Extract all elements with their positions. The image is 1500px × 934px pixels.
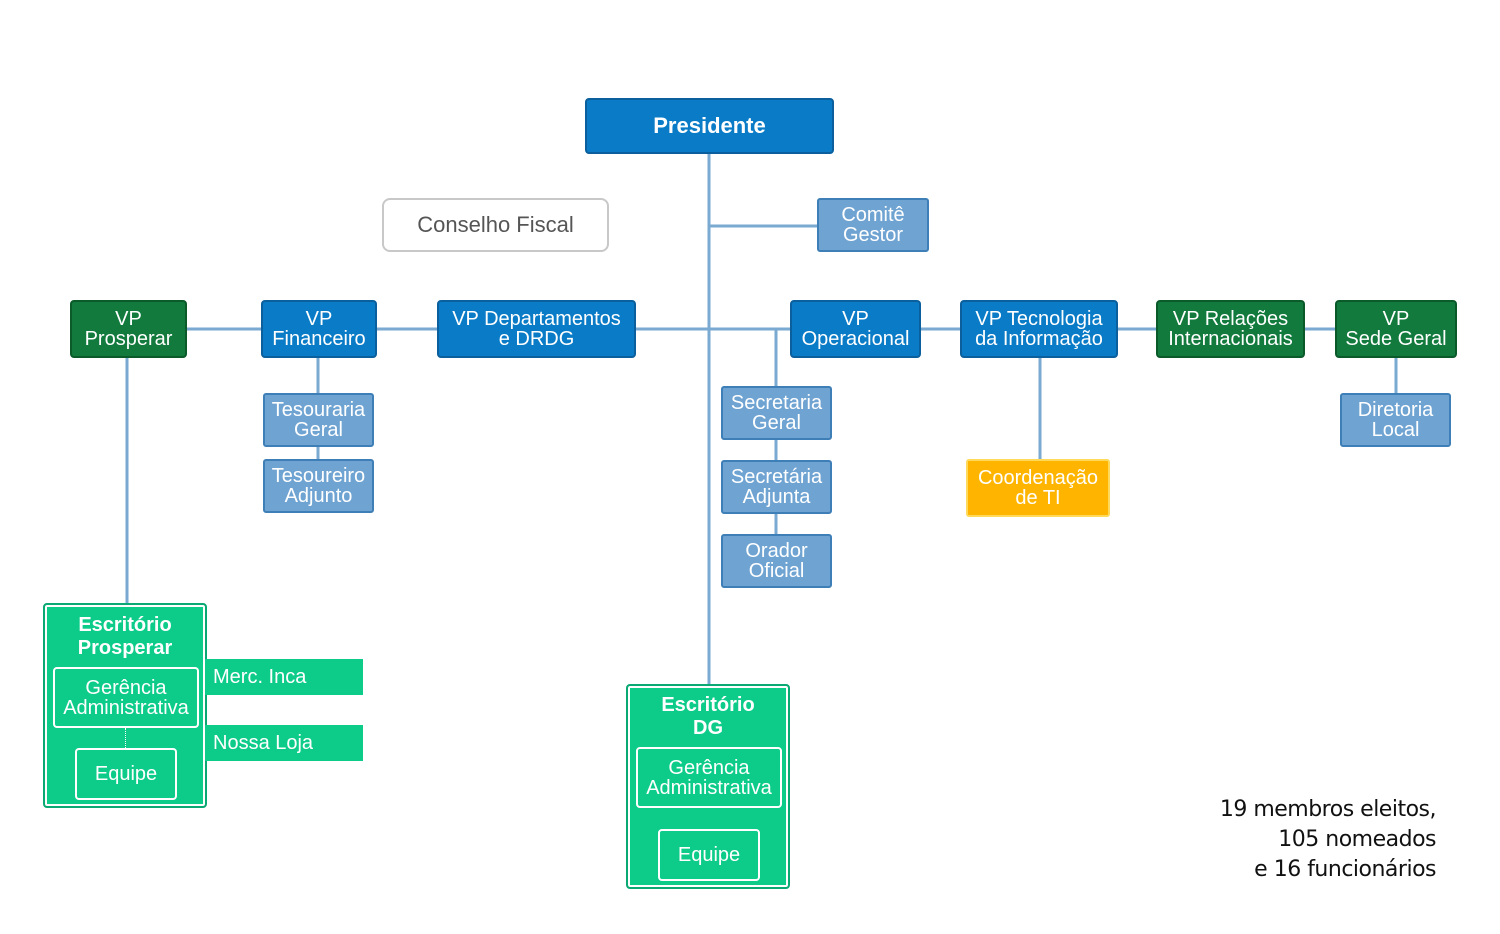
vp-financeiro-box: VP Financeiro xyxy=(261,300,377,358)
comite-gestor-label: Comitê Gestor xyxy=(841,204,905,246)
note-line-1: 19 membros eleitos, xyxy=(1219,797,1437,822)
escritorio-prosperar-box: Escritório Prosperar Gerência Administra… xyxy=(43,603,207,808)
vp-sede-geral-box: VP Sede Geral xyxy=(1335,300,1457,358)
membership-note: 19 membros eleitos, 105 nomeados e 16 fu… xyxy=(1219,795,1437,885)
secretaria-geral-label: Secretaria Geral xyxy=(730,392,823,434)
secretaria-adjunta-label: Secretária Adjunta xyxy=(730,466,823,508)
merc-inca-box: Merc. Inca xyxy=(205,659,363,695)
diretoria-local-label: Diretoria Local xyxy=(1357,399,1434,441)
vp-departamentos-box: VP Departamentos e DRDG xyxy=(437,300,636,358)
coordenacao-ti-label: Coordenação de TI xyxy=(977,467,1099,509)
note-line-3: e 16 funcionários xyxy=(1254,857,1436,882)
escritorio-prosperar-equipe: Equipe xyxy=(75,748,177,800)
escritorio-prosperar-gerencia: Gerência Administrativa xyxy=(53,667,199,728)
vp-prosperar-box: VP Prosperar xyxy=(70,300,187,358)
orador-oficial-box: Orador Oficial xyxy=(721,534,832,588)
orador-oficial-label: Orador Oficial xyxy=(745,540,808,582)
conselho-fiscal-label: Conselho Fiscal xyxy=(417,212,574,237)
escritorio-dg-gerencia: Gerência Administrativa xyxy=(636,747,782,808)
escritorio-prosperar-title: Escritório Prosperar xyxy=(77,614,173,659)
vp-relacoes-label: VP Relações Internacionais xyxy=(1168,308,1293,350)
coordenacao-ti-box: Coordenação de TI xyxy=(966,459,1110,517)
vp-departamentos-label: VP Departamentos e DRDG xyxy=(452,308,621,350)
comite-gestor-box: Comitê Gestor xyxy=(817,198,929,252)
note-line-2: 105 nomeados xyxy=(1278,827,1436,852)
vp-tecnologia-label: VP Tecnologia da Informação xyxy=(975,308,1103,350)
conselho-fiscal-box: Conselho Fiscal xyxy=(382,198,609,252)
escritorio-dg-box: Escritório DG Gerência Administrativa Eq… xyxy=(626,684,790,889)
vp-operacional-box: VP Operacional xyxy=(790,300,921,358)
vp-relacoes-box: VP Relações Internacionais xyxy=(1156,300,1305,358)
tesouraria-geral-label: Tesouraria Geral xyxy=(271,399,366,441)
vp-sede-geral-label: VP Sede Geral xyxy=(1345,308,1447,350)
tesouraria-geral-box: Tesouraria Geral xyxy=(263,393,374,447)
tesoureiro-adjunto-label: Tesoureiro Adjunto xyxy=(271,465,366,507)
escritorio-dg-title: Escritório DG xyxy=(661,694,755,739)
vp-financeiro-label: VP Financeiro xyxy=(272,308,366,350)
gerencia-equipe-dotted-line xyxy=(125,728,126,748)
nossa-loja-box: Nossa Loja xyxy=(205,725,363,761)
presidente-box: Presidente xyxy=(585,98,834,154)
escritorio-dg-equipe: Equipe xyxy=(658,829,760,881)
tesoureiro-adjunto-box: Tesoureiro Adjunto xyxy=(263,459,374,513)
presidente-label: Presidente xyxy=(653,113,766,138)
diretoria-local-box: Diretoria Local xyxy=(1340,393,1451,447)
secretaria-adjunta-box: Secretária Adjunta xyxy=(721,460,832,514)
vp-prosperar-label: VP Prosperar xyxy=(84,308,173,350)
vp-tecnologia-box: VP Tecnologia da Informação xyxy=(960,300,1118,358)
vp-operacional-label: VP Operacional xyxy=(801,308,910,350)
secretaria-geral-box: Secretaria Geral xyxy=(721,386,832,440)
